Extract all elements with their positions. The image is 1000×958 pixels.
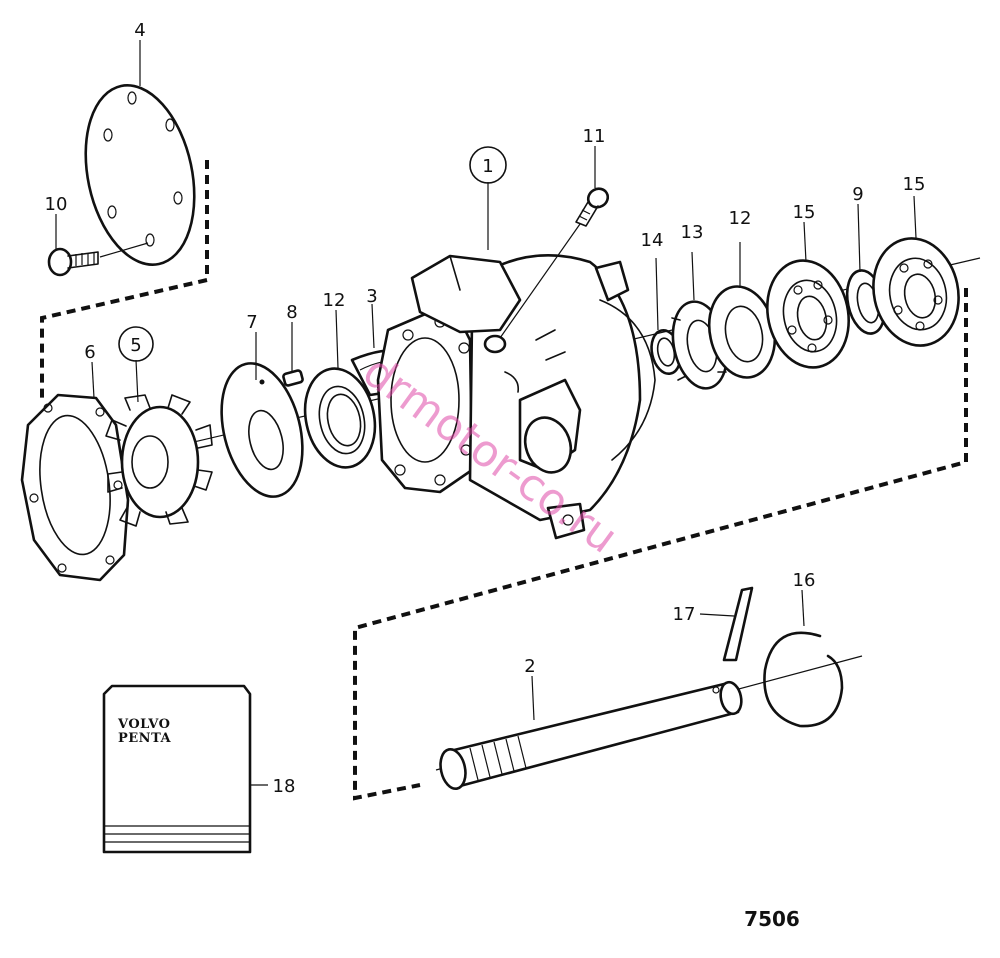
cover-screw bbox=[47, 242, 149, 277]
callout-13: 13 bbox=[681, 222, 704, 243]
ball-bearing-1 bbox=[765, 259, 851, 369]
callout-3: 3 bbox=[366, 286, 377, 307]
ball-bearing-2 bbox=[872, 237, 960, 347]
callout-10: 10 bbox=[45, 194, 68, 215]
gasket bbox=[20, 393, 130, 582]
callout-17: 17 bbox=[673, 604, 696, 625]
wear-plate bbox=[220, 362, 304, 498]
callout-11: 11 bbox=[583, 126, 606, 147]
brand-line-volvo: VOLVO bbox=[117, 717, 170, 732]
callout-8: 8 bbox=[286, 302, 297, 323]
callout-circle-5 bbox=[118, 326, 154, 362]
guide-pin bbox=[282, 369, 304, 387]
pump-shaft bbox=[439, 680, 743, 791]
housing-screw bbox=[499, 187, 610, 339]
callout-18: 18 bbox=[273, 776, 296, 797]
shaft-key bbox=[722, 586, 754, 662]
shaft-seal-left bbox=[303, 367, 377, 469]
callout-15-right: 15 bbox=[903, 174, 926, 195]
callout-12-left: 12 bbox=[323, 290, 346, 311]
callout-15-left: 15 bbox=[793, 202, 816, 223]
leader-lines bbox=[55, 40, 917, 721]
callout-2: 2 bbox=[524, 656, 535, 677]
callout-16: 16 bbox=[793, 570, 816, 591]
callout-7: 7 bbox=[246, 312, 257, 333]
callout-9: 9 bbox=[852, 184, 863, 205]
impeller bbox=[105, 394, 213, 527]
callout-4: 4 bbox=[134, 20, 145, 41]
callout-6: 6 bbox=[84, 342, 95, 363]
cover-plate bbox=[84, 84, 196, 266]
callout-5: 5 bbox=[130, 335, 141, 356]
assembly-guide-upper-left bbox=[40, 160, 209, 400]
callout-14: 14 bbox=[641, 230, 664, 251]
brand-line-penta: PENTA bbox=[118, 731, 172, 746]
drawing-code: 7506 bbox=[744, 907, 800, 931]
callout-12-right: 12 bbox=[729, 208, 752, 229]
callout-1: 1 bbox=[482, 156, 493, 177]
snap-ring bbox=[763, 631, 844, 728]
repair-kit-box: VOLVO PENTA bbox=[102, 684, 268, 854]
callout-circle-1 bbox=[469, 146, 507, 184]
pump-housing bbox=[376, 253, 656, 540]
